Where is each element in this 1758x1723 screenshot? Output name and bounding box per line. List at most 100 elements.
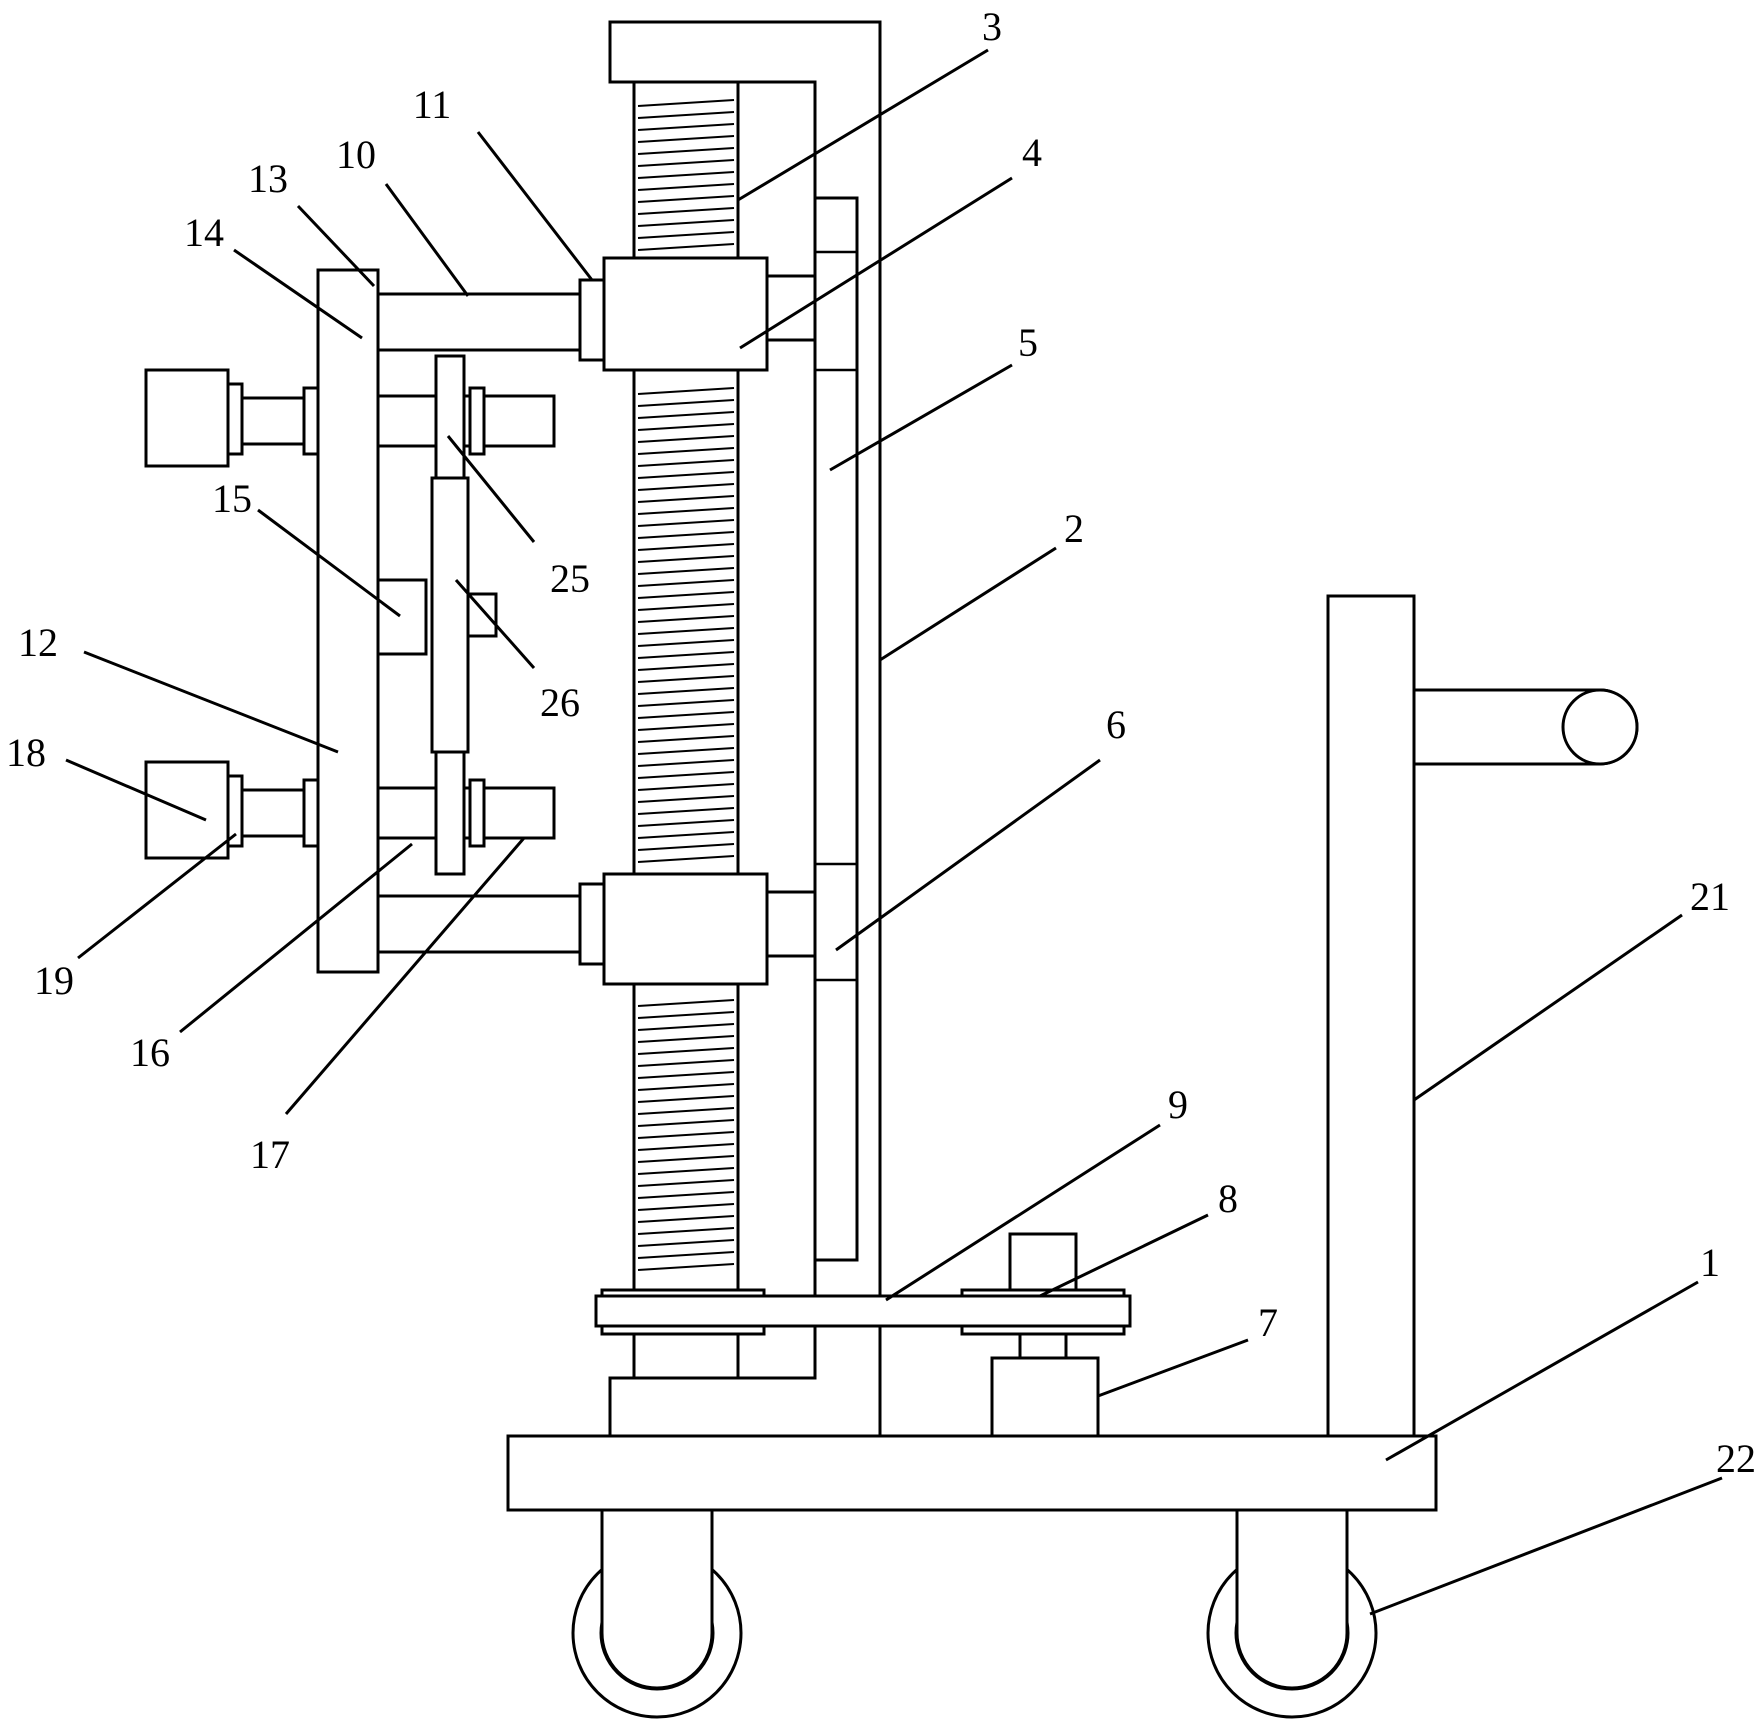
thread-line [637, 783, 735, 791]
lower-slider-assembly [352, 872, 817, 986]
base-assembly [506, 1434, 1438, 1719]
thread-line [637, 519, 735, 527]
thread-line [637, 123, 735, 131]
thread-line [637, 1011, 735, 1019]
lower-arm-collar [578, 882, 606, 966]
thread-line [637, 771, 735, 779]
thread-line [637, 555, 735, 563]
upper-slider-assembly [352, 256, 817, 372]
lower-motor-shaft [238, 788, 306, 838]
thread-line [637, 1239, 735, 1247]
label-14: 14 [184, 210, 224, 255]
thread-line [637, 1119, 735, 1127]
thread-line [637, 171, 735, 179]
leader-19 [77, 832, 237, 960]
upper-motor-shaft [238, 396, 306, 446]
thread-line [637, 1071, 735, 1079]
leader-16 [179, 842, 413, 1034]
thread-line [637, 1095, 735, 1103]
thread-line [637, 999, 735, 1007]
lower-slider-block [602, 872, 769, 986]
thread-line [637, 411, 735, 419]
drive-belt [594, 1294, 1132, 1328]
belt-motor [990, 1356, 1100, 1438]
thread-line [637, 1143, 735, 1151]
thread-line [637, 219, 735, 227]
label-6: 6 [1106, 702, 1126, 747]
leader-25 [446, 435, 536, 543]
thread-line [637, 1191, 735, 1199]
thread-line [637, 1215, 735, 1223]
lower-slider-connector [765, 890, 817, 958]
belt-motor-coupling [1018, 1332, 1068, 1360]
thread-line [637, 1023, 735, 1031]
leader-10 [384, 183, 470, 297]
label-8: 8 [1218, 1176, 1238, 1221]
belt-drive [594, 1232, 1132, 1438]
leader-3 [737, 48, 989, 202]
thread-line [637, 1227, 735, 1235]
label-19: 19 [34, 958, 74, 1003]
thread-line [637, 1203, 735, 1211]
thread-line [637, 615, 735, 623]
thread-line [637, 1167, 735, 1175]
label-11: 11 [413, 82, 452, 127]
thread-line [637, 111, 735, 119]
label-2: 2 [1064, 506, 1084, 551]
leader-7 [1097, 1338, 1249, 1398]
label-21: 21 [1690, 874, 1730, 919]
label-18: 18 [6, 730, 46, 775]
thread-line [637, 1179, 735, 1187]
thread-line [637, 699, 735, 707]
handle-post [1326, 594, 1416, 1438]
leader-11 [476, 131, 594, 281]
thread-line [637, 159, 735, 167]
thread-line [637, 735, 735, 743]
label-10: 10 [336, 132, 376, 177]
leader-1 [1385, 1280, 1699, 1462]
thread-line [637, 855, 735, 863]
thread-line [637, 135, 735, 143]
thread-line [637, 663, 735, 671]
label-16: 16 [130, 1030, 170, 1075]
thread-line [637, 627, 735, 635]
leader-8 [1039, 1213, 1209, 1298]
thread-line [637, 759, 735, 767]
thread-line [637, 723, 735, 731]
thread-line [637, 591, 735, 599]
leader-14 [233, 248, 363, 340]
upper-shaft-bushing [302, 386, 320, 456]
thread-line [637, 1155, 735, 1163]
thread-line [637, 387, 735, 395]
base-plate [506, 1434, 1438, 1512]
thread-line [637, 819, 735, 827]
leader-2 [879, 546, 1057, 662]
lower-connecting-rod [376, 894, 582, 954]
label-5: 5 [1018, 320, 1038, 365]
lower-shaft-collar [468, 778, 486, 848]
right-wheel-fork [1235, 1508, 1349, 1690]
slide-track [813, 196, 859, 1262]
thread-line [637, 795, 735, 803]
label-1: 1 [1700, 1240, 1720, 1285]
middle-pivot-pin [464, 592, 498, 638]
upper-motor-flange [226, 382, 244, 456]
thread-line [637, 807, 735, 815]
thread-line [637, 1131, 735, 1139]
thread-line [637, 459, 735, 467]
thread-line [637, 831, 735, 839]
lower-brush-arm [434, 750, 466, 876]
screw-threads [637, 99, 735, 1271]
thread-line [637, 243, 735, 251]
handle-grip [1561, 688, 1639, 766]
thread-line [637, 183, 735, 191]
thread-line [637, 195, 735, 203]
thread-line [637, 1059, 735, 1067]
thread-line [637, 147, 735, 155]
upper-roller-shaft [376, 394, 556, 448]
leader-12 [83, 650, 339, 754]
thread-line [637, 231, 735, 239]
thread-line [637, 639, 735, 647]
left-wheel-fork [600, 1508, 714, 1690]
upper-slider-block [602, 256, 769, 372]
